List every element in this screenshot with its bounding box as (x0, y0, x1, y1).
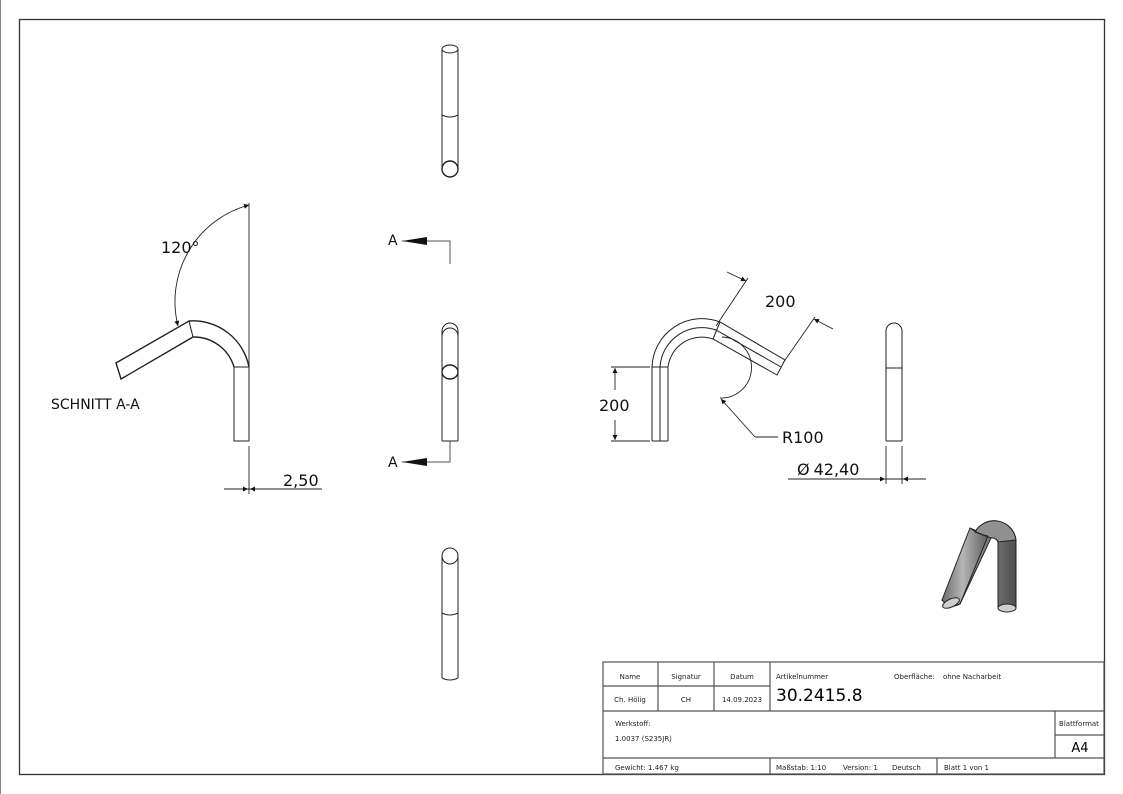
drawn-by-signature: CH (681, 696, 691, 704)
front-center-view (441, 322, 459, 442)
bottom-view (441, 547, 459, 681)
article-label: Artikelnummer (776, 673, 828, 681)
angle-dimension: 120° (161, 238, 200, 257)
scale: Maßstab: 1:10 (776, 764, 826, 772)
header-date: Datum (730, 673, 754, 681)
cut-plane-marks: A A (388, 233, 451, 471)
weight: Gewicht: 1.467 kg (615, 764, 679, 772)
title-block: Name Signatur Datum Ch. Hölig CH 14.09.2… (602, 661, 1105, 775)
version: Version: 1 (843, 764, 878, 772)
diameter-symbol: Ø (797, 460, 810, 479)
sheet-format-value: A4 (1071, 741, 1088, 756)
surface-label: Oberfläche: (894, 673, 935, 681)
top-view (441, 44, 459, 178)
radius-dimension: R100 (782, 428, 824, 447)
section-title: SCHNITT A-A (51, 397, 140, 413)
drawn-by-name: Ch. Hölig (614, 696, 646, 704)
article-number: 30.2415.8 (776, 686, 863, 706)
material-value: 1.0037 (S235JR) (615, 735, 672, 743)
sheet-format-label: Blattformat (1059, 720, 1099, 728)
drawing-frame (18, 18, 1106, 776)
header-name: Name (620, 673, 641, 681)
material-label: Werkstoff: (615, 720, 651, 728)
front-dimension-view: 200 200 R100 (599, 271, 834, 447)
section-view-a-a: 120° 2,50 SCHNITT A-A (51, 203, 322, 494)
header-signature: Signatur (671, 673, 701, 681)
straight-length-dimension: 200 (599, 396, 630, 415)
angled-length-dimension: 200 (765, 292, 796, 311)
language: Deutsch (892, 764, 921, 772)
drawn-date: 14.09.2023 (722, 696, 762, 704)
diameter-value: 42,40 (814, 460, 860, 479)
cut-label-top: A (388, 233, 398, 249)
isometric-view (941, 520, 1017, 613)
sheet-count: Blatt 1 von 1 (944, 764, 989, 772)
wall-thickness-dimension: 2,50 (283, 471, 319, 490)
cut-label-bottom: A (388, 455, 398, 471)
surface-value: ohne Nacharbeit (943, 673, 1001, 681)
